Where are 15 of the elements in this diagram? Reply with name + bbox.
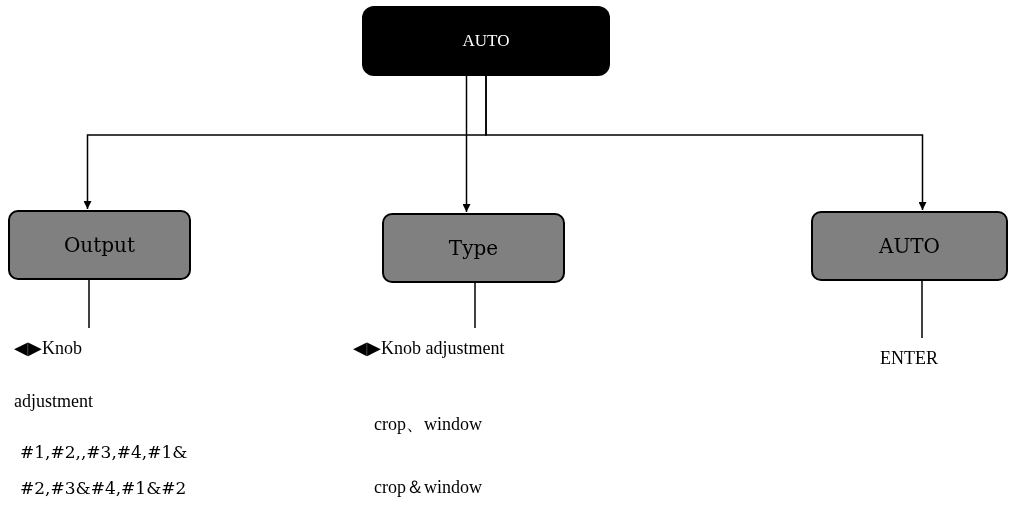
connector-line — [921, 280, 923, 339]
arrow — [485, 75, 927, 211]
process-box: AUTO — [811, 211, 1008, 281]
arrow — [462, 75, 471, 213]
connector-line — [88, 279, 90, 329]
description-text: ◀▶Knob adjustment — [353, 322, 563, 372]
description-text: ◀▶Knob adjustment — [14, 322, 154, 428]
title-box: AUTO — [362, 6, 610, 76]
description-text: ENTER — [880, 332, 960, 382]
process-box: Type — [382, 213, 565, 283]
process-box: Output — [8, 210, 191, 280]
connector-line — [474, 282, 476, 329]
option-text: crop＆window — [374, 476, 483, 499]
option-list: #1,#2,,#3,#4,#1&#2,#3&#4,#1&#2 — [20, 434, 198, 506]
option-text: crop、window — [374, 413, 483, 436]
